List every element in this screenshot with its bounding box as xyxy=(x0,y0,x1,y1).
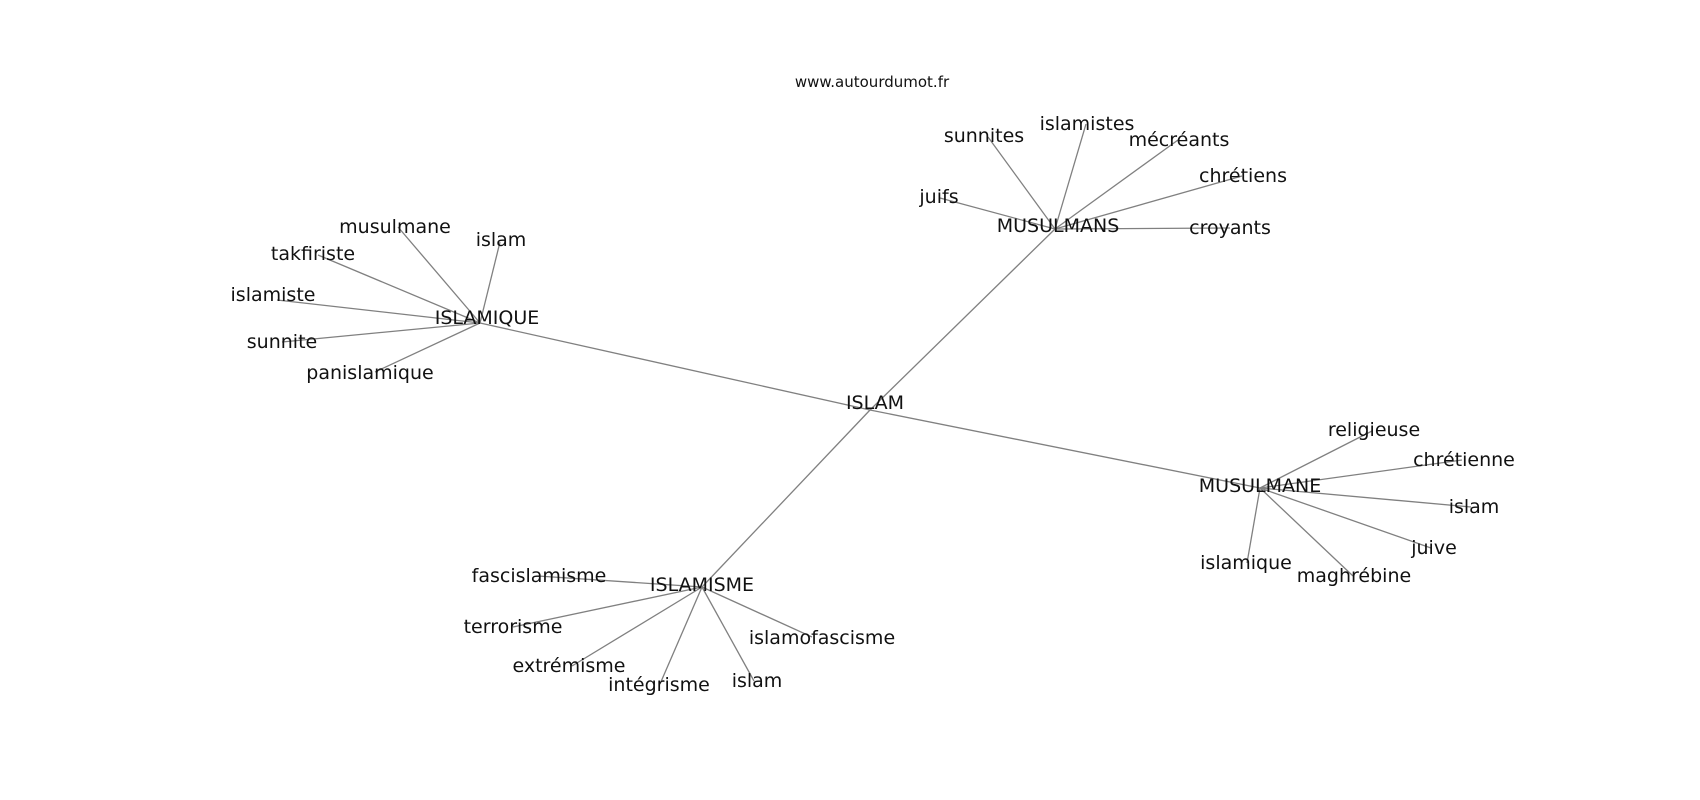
edge-islamisme-m-fascislamisme xyxy=(537,575,703,588)
leaf-node-q-panislamique: panislamique xyxy=(306,362,433,384)
leaf-node-s-chretiens: chrétiens xyxy=(1199,165,1287,187)
leaf-node-s-juifs: juifs xyxy=(918,186,958,208)
leaf-node-e-maghrebine: maghrébine xyxy=(1297,565,1411,587)
edge-musulmans-s-mecreants xyxy=(1054,139,1179,230)
edge-musulmans-s-juifs xyxy=(939,197,1056,230)
leaf-node-e-islam: islam xyxy=(1449,496,1500,518)
edge-islamique-q-panislamique xyxy=(374,322,481,373)
edge-musulmans-s-croyants xyxy=(1054,227,1231,230)
graph-edges xyxy=(276,123,1472,685)
edge-islamique-q-islamiste xyxy=(276,299,481,324)
edge-musulmane-e-chretienne xyxy=(1259,459,1463,489)
edge-islamisme-m-integrisme xyxy=(659,586,703,685)
edge-musulmane-e-islam xyxy=(1259,487,1472,508)
leaf-node-q-islam: islam xyxy=(476,229,527,251)
hub-node-islam: ISLAM xyxy=(846,392,904,414)
leaf-node-m-terrorisme: terrorisme xyxy=(464,616,563,638)
hub-node-musulmans: MUSULMANS xyxy=(997,215,1120,237)
leaf-node-s-croyants: croyants xyxy=(1189,217,1271,239)
edge-islam-musulmans xyxy=(869,228,1056,411)
edge-islamique-q-musulmane xyxy=(397,226,481,324)
edge-islam-islamisme xyxy=(701,409,871,588)
leaf-node-q-sunnite: sunnite xyxy=(247,331,317,353)
leaf-node-m-integrisme: intégrisme xyxy=(608,674,710,696)
leaf-node-s-mecreants: mécréants xyxy=(1129,129,1230,151)
leaf-node-q-islamiste: islamiste xyxy=(231,284,316,306)
edge-islamique-q-islam xyxy=(479,241,501,324)
leaf-node-q-musulmane: musulmane xyxy=(339,216,451,238)
edge-islam-islamique xyxy=(479,322,871,411)
edge-islamisme-m-islam xyxy=(701,586,755,682)
leaf-node-q-takfiriste: takfiriste xyxy=(271,243,355,265)
site-credit: www.autourdumot.fr xyxy=(795,73,950,91)
edge-musulmane-e-juive xyxy=(1259,487,1432,549)
edge-islam-musulmane xyxy=(869,409,1261,489)
edge-islamisme-m-islamofascisme xyxy=(701,586,813,638)
edge-musulmane-e-maghrebine xyxy=(1259,487,1354,577)
leaf-node-s-islamistes: islamistes xyxy=(1040,113,1135,135)
leaf-node-m-fascislamisme: fascislamisme xyxy=(472,565,607,587)
leaf-node-m-islam: islam xyxy=(732,670,783,692)
edge-islamisme-m-terrorisme xyxy=(512,586,703,628)
hub-node-islamisme: ISLAMISME xyxy=(650,574,754,596)
leaf-node-e-juive: juive xyxy=(1410,537,1457,559)
leaf-node-e-chretienne: chrétienne xyxy=(1413,449,1515,471)
edge-islamique-q-takfiriste xyxy=(317,254,481,324)
hub-node-islamique: ISLAMIQUE xyxy=(435,307,540,329)
leaf-node-s-sunnites: sunnites xyxy=(944,125,1024,147)
leaf-node-e-religieuse: religieuse xyxy=(1328,419,1420,441)
graph-labels: ISLAM ISLAMIQUE MUSULMANS MUSULMANE ISLAMISM… xyxy=(231,113,1515,696)
leaf-node-m-islamofascisme: islamofascisme xyxy=(749,627,895,649)
edge-musulmane-e-islamique xyxy=(1246,487,1261,564)
edge-musulmane-e-religieuse xyxy=(1259,430,1373,489)
hub-node-musulmane: MUSULMANE xyxy=(1199,475,1321,497)
leaf-node-m-extremisme: extrémisme xyxy=(512,655,625,677)
edge-musulmans-s-chretiens xyxy=(1054,175,1243,230)
edge-musulmans-s-sunnites xyxy=(987,136,1056,230)
edge-islamisme-m-extremisme xyxy=(571,586,703,667)
edge-islamique-q-sunnite xyxy=(281,322,481,343)
leaf-node-e-islamique: islamique xyxy=(1200,552,1292,574)
edge-musulmans-s-islamistes xyxy=(1054,123,1087,230)
